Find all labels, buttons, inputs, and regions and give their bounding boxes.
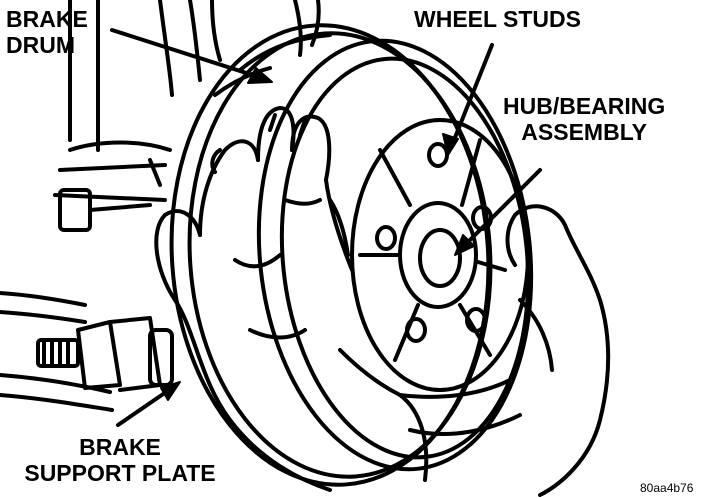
support-plate-assembly: [0, 140, 172, 412]
suspension-strut: [68, 0, 321, 152]
brake-drum-label: BRAKE DRUM: [6, 8, 88, 57]
figure-code: 80aa4b76: [640, 481, 694, 495]
hub-bearing-label-line2: ASSEMBLY: [521, 119, 647, 145]
hub-bearing-label: HUB/BEARING ASSEMBLY: [503, 95, 665, 144]
brake-drum-label-line2: DRUM: [6, 32, 75, 58]
brake-drum: [169, 23, 534, 487]
spindle-nut: [36, 316, 174, 392]
left-hand: [154, 106, 354, 492]
hub-bearing-label-line1: HUB/BEARING: [503, 93, 666, 119]
hub-face: [350, 118, 530, 392]
brake-drum-label-line1: BRAKE: [6, 6, 88, 32]
wheel-studs-label: WHEEL STUDS: [414, 6, 581, 32]
right-hand: [328, 198, 611, 497]
support-plate-label-line1: BRAKE: [79, 434, 161, 460]
leader-lines: [110, 28, 542, 427]
support-plate-label-line2: SUPPORT PLATE: [24, 460, 216, 486]
support-plate-label: BRAKE SUPPORT PLATE: [0, 436, 240, 485]
